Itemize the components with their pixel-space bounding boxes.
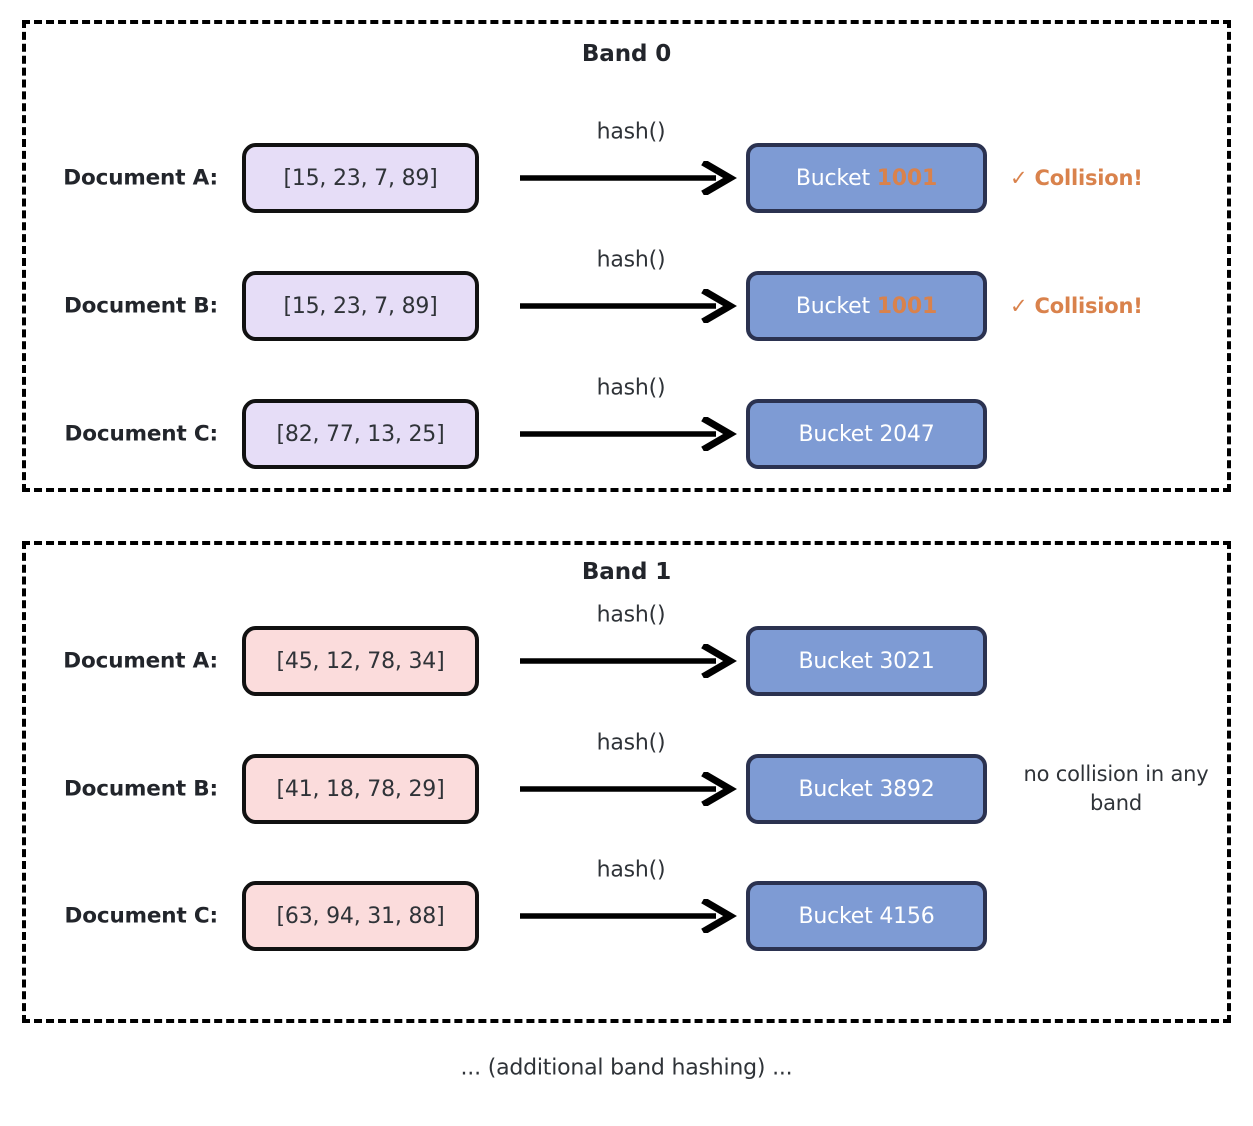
signature-vector-box: [41, 18, 78, 29]	[242, 754, 479, 824]
bucket-box: Bucket 3021	[746, 626, 987, 696]
bucket-id-value: 4156	[879, 903, 935, 929]
document-label: Document C:	[64, 421, 219, 447]
collision-badge: ✓ Collision!	[1010, 166, 1143, 190]
band-container-0: Band 0	[22, 20, 1231, 492]
signature-vector-box: [45, 12, 78, 34]	[242, 626, 479, 696]
hash-function-label: hash()	[596, 857, 666, 883]
band-container-1: Band 1	[22, 541, 1231, 1023]
band-title-1: Band 1	[581, 559, 672, 585]
bucket-prefix-label: Bucket	[798, 776, 880, 802]
hash-function-label: hash()	[596, 602, 666, 628]
bucket-prefix-label: Bucket	[798, 421, 880, 447]
bucket-id-value: 3021	[879, 648, 935, 674]
document-label: Document C:	[64, 903, 219, 929]
bucket-box: Bucket 2047	[746, 399, 987, 469]
hash-function-label: hash()	[596, 730, 666, 756]
band-title-0: Band 0	[581, 41, 672, 67]
document-label: Document A:	[63, 165, 218, 191]
bucket-box: Bucket 1001	[746, 271, 987, 341]
signature-vector-box: [15, 23, 7, 89]	[242, 143, 479, 213]
bucket-prefix-label: Bucket	[798, 648, 880, 674]
document-label: Document B:	[63, 776, 218, 802]
bucket-id-value: 1001	[876, 165, 938, 191]
bucket-box: Bucket 4156	[746, 881, 987, 951]
hash-arrow-icon	[518, 289, 744, 323]
collision-badge: ✓ Collision!	[1010, 294, 1143, 318]
signature-vector-box: [15, 23, 7, 89]	[242, 271, 479, 341]
bucket-prefix-label: Bucket	[798, 903, 880, 929]
footer-caption: ... (additional band hashing) ...	[460, 1055, 793, 1081]
bucket-box: Bucket 3892	[746, 754, 987, 824]
hash-arrow-icon	[518, 161, 744, 195]
bucket-id-value: 3892	[879, 776, 935, 802]
document-label: Document B:	[63, 293, 218, 319]
bucket-prefix-label: Bucket	[795, 293, 877, 319]
hash-function-label: hash()	[596, 375, 666, 401]
hash-arrow-icon	[518, 644, 744, 678]
bucket-prefix-label: Bucket	[795, 165, 877, 191]
hash-function-label: hash()	[596, 247, 666, 273]
hash-arrow-icon	[518, 417, 744, 451]
signature-vector-box: [82, 77, 13, 25]	[242, 399, 479, 469]
document-label: Document A:	[63, 648, 218, 674]
bucket-id-value: 2047	[879, 421, 935, 447]
hash-function-label: hash()	[596, 119, 666, 145]
bucket-box: Bucket 1001	[746, 143, 987, 213]
hash-arrow-icon	[518, 899, 744, 933]
hash-arrow-icon	[518, 772, 744, 806]
signature-vector-box: [63, 94, 31, 88]	[242, 881, 479, 951]
bucket-id-value: 1001	[876, 293, 938, 319]
no-collision-note: no collision in any band	[1023, 762, 1209, 815]
